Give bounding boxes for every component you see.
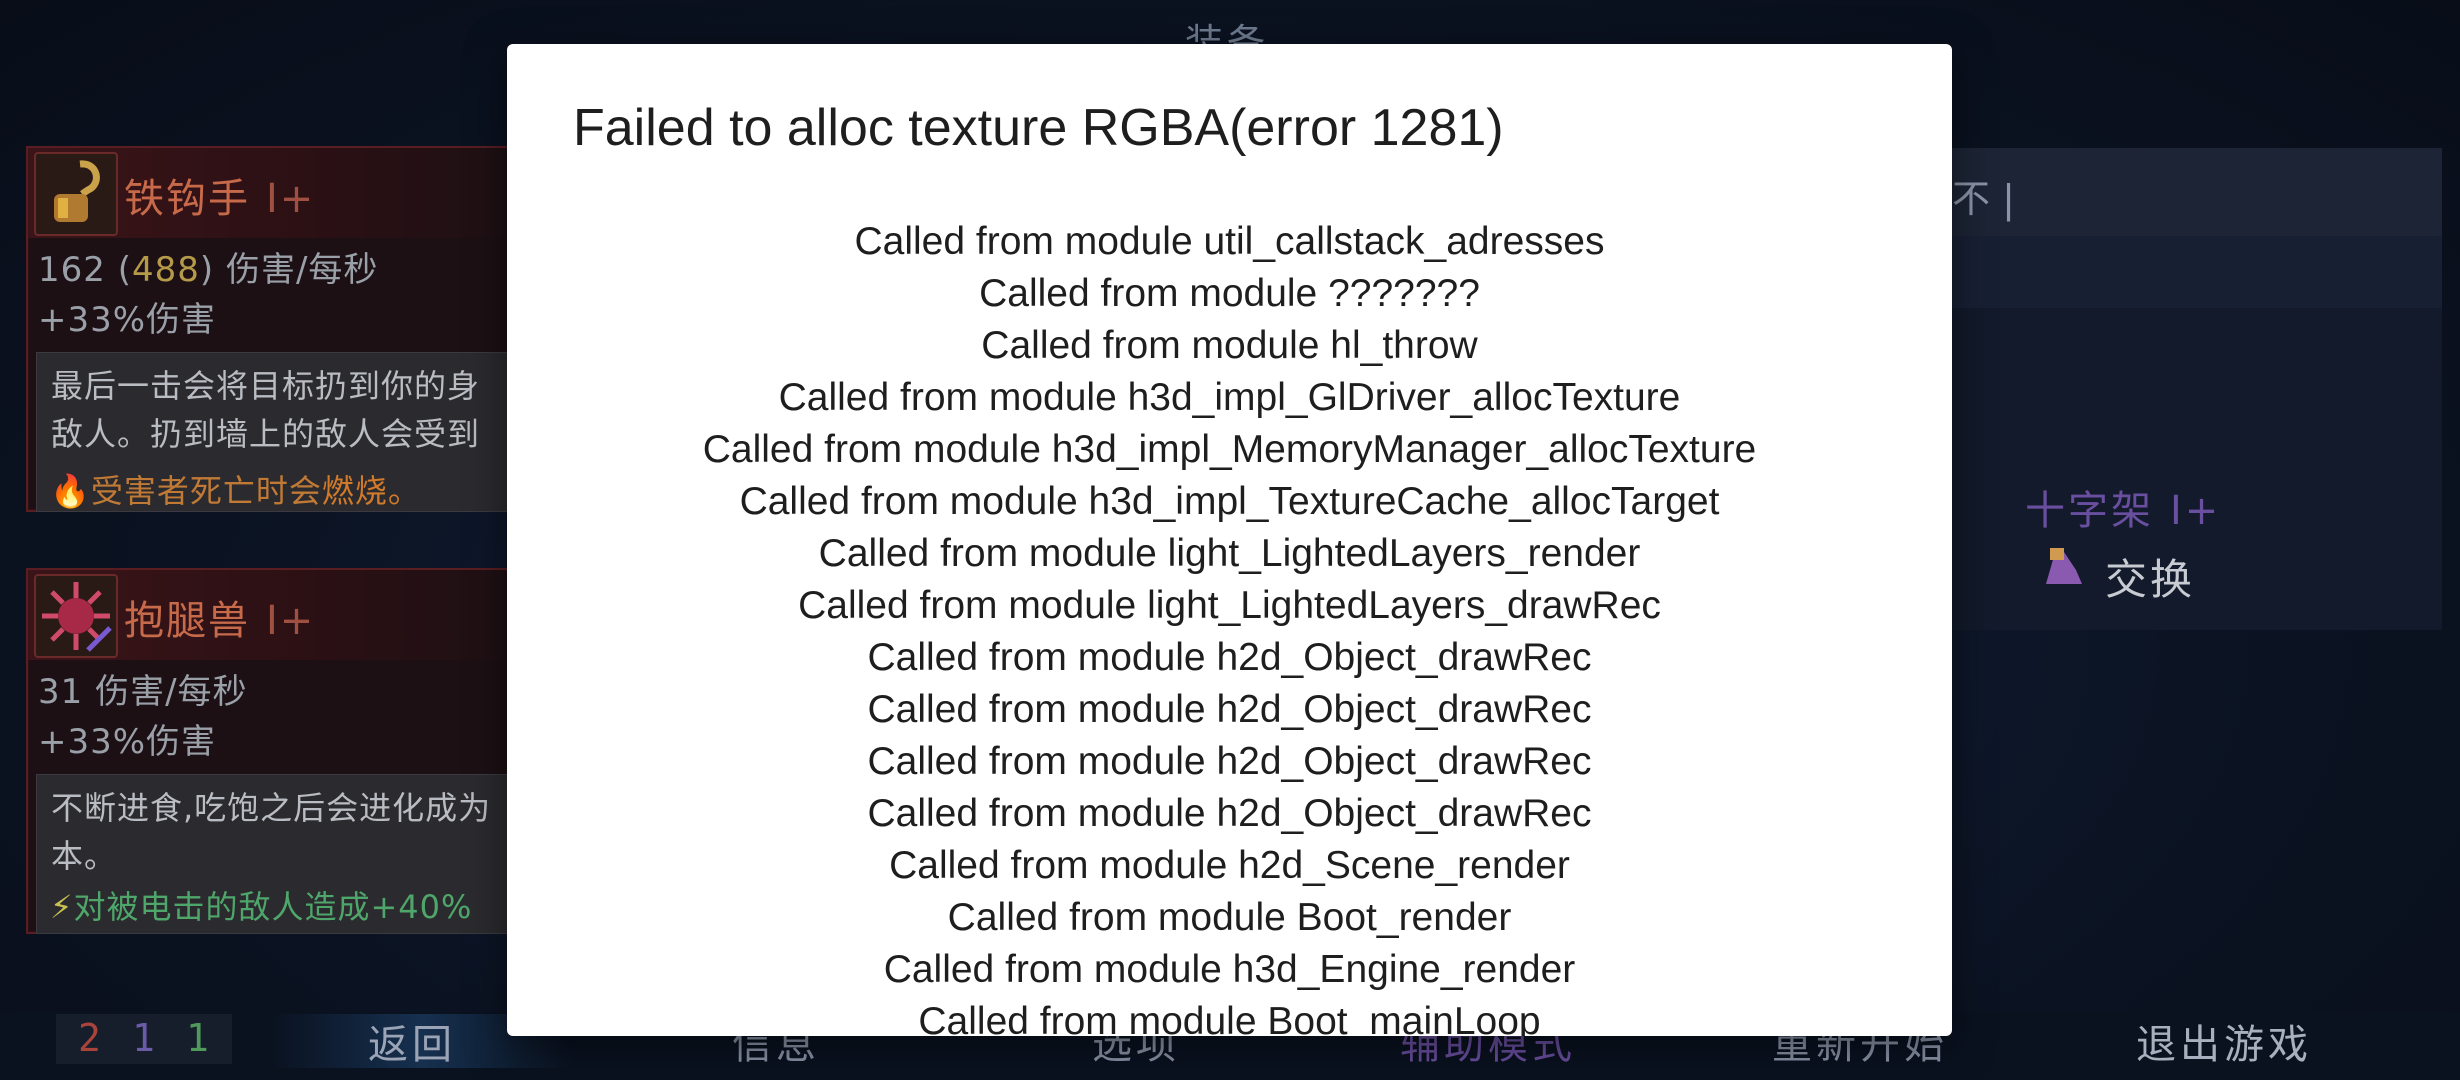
- callstack-line: Called from module h2d_Object_drawRec: [867, 688, 1592, 731]
- menu-quit[interactable]: 退出游戏: [2136, 1022, 2312, 1068]
- card-bonus: +33%伤害: [38, 300, 217, 340]
- callstack-line: Called from module h2d_Object_drawRec: [867, 740, 1592, 783]
- card-description: 最后一击会将目标扔到你的身 敌人。扔到墙上的敌人会受到: [36, 352, 528, 512]
- card-effect: ⚡对被电击的敌人造成+40%: [50, 888, 473, 926]
- card-dps: 31 伤害/每秒: [38, 672, 248, 712]
- count-green: 1: [186, 1016, 209, 1060]
- count-purple: 1: [132, 1016, 155, 1060]
- panel-row: [1952, 236, 2442, 308]
- right-item-panel: 不 |: [1952, 148, 2442, 630]
- callstack-list: Called from module util_callstack_adress…: [507, 216, 1952, 1036]
- callstack-line: Called from module ???????: [979, 272, 1480, 315]
- card-dps: 162 (488) 伤害/每秒: [38, 250, 379, 290]
- callstack-line: Called from module Boot_mainLoop: [918, 1000, 1541, 1036]
- panel-title: 不 |: [1952, 177, 2015, 221]
- menu-back[interactable]: 返回: [368, 1022, 456, 1068]
- callstack-line: Called from module h3d_impl_GlDriver_all…: [778, 376, 1681, 419]
- hook-hand-icon: [34, 152, 118, 236]
- error-dialog[interactable]: Failed to alloc texture RGBA(error 1281)…: [507, 44, 1952, 1036]
- swap-button[interactable]: 交换: [2105, 555, 2196, 604]
- callstack-line: Called from module light_LightedLayers_d…: [798, 584, 1661, 627]
- cell-counts: 2 1 1: [56, 1014, 232, 1064]
- callstack-line: Called from module h3d_Engine_render: [883, 948, 1576, 991]
- card-effect: 🔥受害者死亡时会燃烧。: [50, 472, 421, 510]
- callstack-line: Called from module h3d_impl_MemoryManage…: [702, 428, 1757, 471]
- callstack-line: Called from module h2d_Scene_render: [889, 844, 1570, 887]
- spiky-creature-icon: [34, 574, 118, 658]
- callstack-line: Called from module light_LightedLayers_r…: [818, 532, 1641, 575]
- lightning-icon: ⚡: [50, 888, 74, 926]
- card-description: 不断进食,吃饱之后会进化成为 本。: [36, 774, 528, 934]
- error-title: Failed to alloc texture RGBA(error 1281): [573, 99, 1504, 157]
- swap-hand-icon[interactable]: [2036, 540, 2090, 594]
- fire-icon: 🔥: [50, 472, 91, 510]
- panel-header: 不 |: [1952, 148, 2442, 236]
- count-red: 2: [78, 1016, 101, 1060]
- callstack-line: Called from module h2d_Object_drawRec: [867, 636, 1592, 679]
- card-bonus: +33%伤害: [38, 722, 217, 762]
- callstack-line: Called from module Boot_render: [947, 896, 1512, 939]
- callstack-line: Called from module hl_throw: [981, 324, 1478, 367]
- callstack-line: Called from module h3d_impl_TextureCache…: [739, 480, 1720, 523]
- callstack-line: Called from module h2d_Object_drawRec: [867, 792, 1592, 835]
- callstack-line: Called from module util_callstack_adress…: [854, 220, 1605, 263]
